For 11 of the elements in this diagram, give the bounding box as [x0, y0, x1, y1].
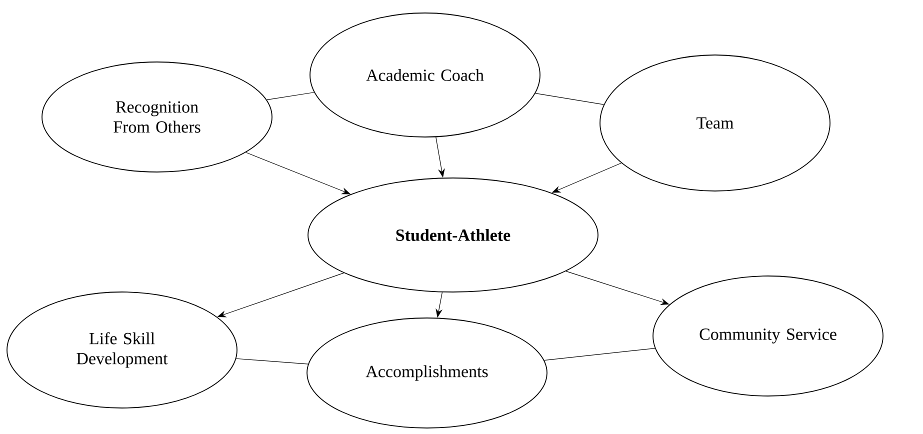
ellipse-node: Team [600, 54, 830, 192]
ellipse-node: Student-Athlete [308, 178, 598, 292]
ellipse-node: Accomplishments [306, 318, 548, 428]
ellipse-node: Community Service [652, 276, 884, 396]
ellipse-node: Recognition From Others [42, 62, 272, 172]
connector-line [535, 92, 604, 105]
ellipse-node: Academic Coach [310, 12, 540, 138]
connector-line [544, 348, 656, 361]
ellipse-node: Life Skill Development [6, 292, 238, 408]
connector-line [236, 358, 308, 364]
connector-line [266, 92, 314, 100]
